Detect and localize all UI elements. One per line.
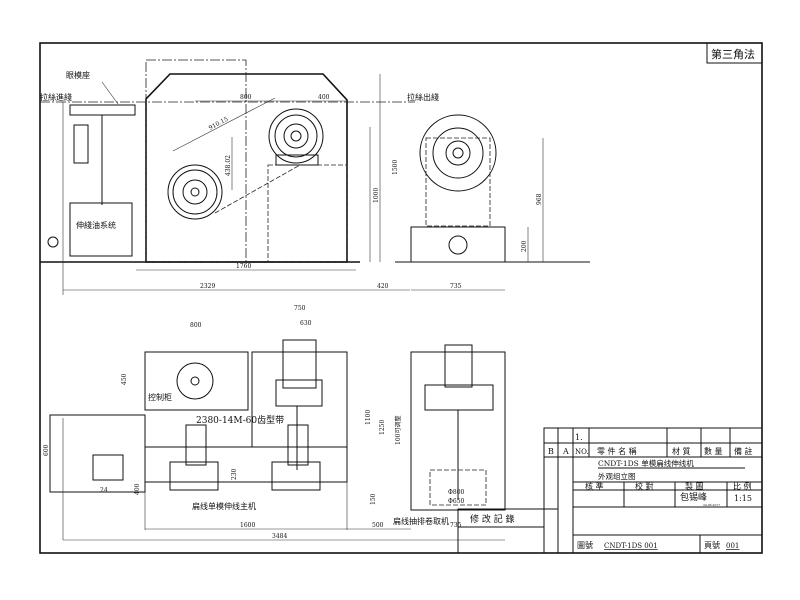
dim-910: 910.15	[208, 116, 230, 132]
dim-600: 600	[43, 444, 50, 456]
drawing-no-label: 圖號	[577, 540, 593, 550]
capstan-wheel-upper	[268, 108, 324, 166]
side-view	[395, 114, 590, 263]
drawing-title: CNDT-1DS 单模扁线伸线机	[598, 458, 694, 468]
label-belt: 2380-14M-60齿型带	[196, 415, 284, 426]
capstan-wheel-lower	[167, 164, 223, 220]
feed-module	[49, 414, 146, 493]
label-wire-out: 拉絲出綫	[407, 92, 439, 102]
dim-1760: 1760	[236, 263, 251, 270]
dim-750: 750	[294, 305, 306, 312]
projection-label: 第三角法	[711, 47, 755, 61]
dim-420: 420	[377, 283, 389, 290]
draw-date: 24.06.2017	[703, 503, 720, 507]
dim-438: 438.02	[225, 155, 232, 176]
dim-735: 735	[450, 283, 462, 290]
label-take-up: 扁线抽排卷取机	[393, 516, 449, 526]
drawing-no: CNDT-1DS 001	[604, 542, 658, 550]
dim-630: 630	[300, 320, 312, 327]
dim-3484: 3484	[272, 533, 287, 540]
die-seat	[69, 104, 136, 116]
dim-150: 150	[370, 493, 377, 505]
control-cabinet	[144, 351, 249, 411]
revision-label: 修 改 記 錄	[470, 513, 515, 525]
drawer-name: 包锡峰	[680, 491, 707, 503]
motor-base	[267, 164, 348, 263]
page-no-label: 頁號	[704, 540, 720, 550]
dim-phi650: Φ650	[448, 498, 465, 505]
dim-1250: 1250	[379, 420, 386, 435]
dim-1500: 1500	[392, 160, 399, 175]
row1-no: 1.	[575, 433, 583, 442]
dim-24: 24	[100, 487, 108, 494]
plan-view: 控制柜 2380-14M-60齿型带 扁线单模伸线主机 扁线抽排卷取机 800 …	[43, 305, 506, 541]
main-frame	[144, 446, 348, 483]
drawing-subtitle: 外观组立图	[598, 471, 636, 481]
lube-tank	[69, 202, 133, 257]
dim-400: 400	[134, 483, 141, 495]
dim-450: 450	[121, 373, 128, 385]
dim-phi800: Φ800	[448, 489, 465, 496]
projection-box: 第三角法	[706, 42, 763, 64]
header-remark: 備 註	[734, 446, 753, 456]
dim-1600: 1600	[240, 522, 255, 529]
label-die-seat: 眼模座	[66, 70, 90, 80]
rev-a: A	[562, 447, 569, 456]
header-no: NO.	[575, 448, 589, 456]
filter	[73, 124, 89, 164]
title-block: 1. B A NO. 零 件 名 稱 材 質 數 量 備 註 CNDT-1DS …	[543, 427, 763, 554]
dim-1100: 1100	[365, 410, 372, 425]
dim-230: 230	[231, 468, 238, 480]
dim-800b: 800	[190, 322, 202, 329]
label-control-cabinet: 控制柜	[148, 392, 172, 402]
rev-b: B	[548, 447, 554, 456]
dim-1000: 1000	[373, 188, 380, 203]
dim-735b: 735	[450, 522, 462, 529]
header-approve: 核 準	[585, 481, 604, 491]
fan-icon	[176, 362, 214, 400]
scale-value: 1:15	[734, 494, 752, 503]
drawing-frame	[39, 42, 763, 554]
dim-100-adjustable: 100可调整	[394, 416, 402, 445]
motor	[282, 339, 317, 389]
header-qty: 數 量	[704, 446, 723, 456]
front-view: 眼模座 拉絲進綫 拉絲出綫 伸綫油系统 800 400 910.15 438.0…	[40, 59, 590, 295]
header-part-name: 零 件 名 稱	[597, 446, 637, 456]
dim-200: 200	[521, 240, 528, 252]
label-wire-in: 拉絲進綫	[40, 92, 72, 102]
dim-968: 968	[536, 193, 543, 205]
header-scale: 比 例	[733, 481, 752, 491]
header-material: 材 質	[672, 446, 691, 456]
dim-2329: 2329	[200, 283, 215, 290]
header-draw: 製 圖	[685, 481, 704, 491]
dim-500: 500	[372, 522, 384, 529]
dim-800: 800	[240, 94, 252, 101]
header-check: 校 對	[635, 481, 654, 491]
label-lube-system: 伸綫油系统	[76, 220, 116, 230]
dim-400: 400	[318, 94, 330, 101]
page-no: 001	[726, 542, 739, 550]
label-main-machine: 扁线单模伸线主机	[192, 501, 256, 511]
revision-record: 修 改 記 錄	[457, 508, 558, 553]
